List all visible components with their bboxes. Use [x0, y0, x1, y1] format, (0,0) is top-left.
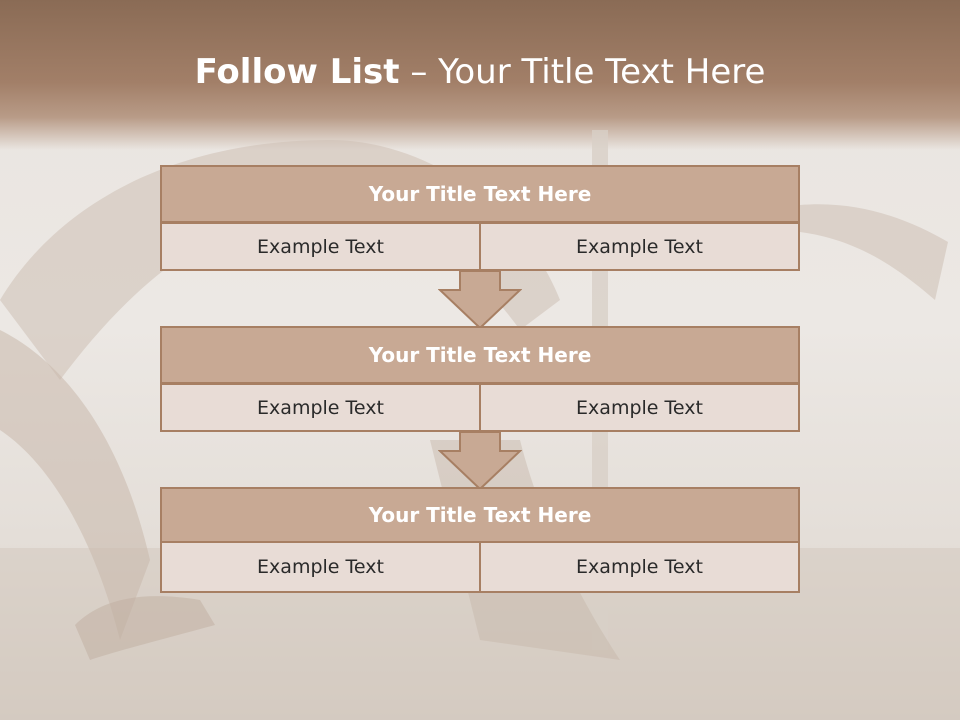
flow-step-left-text: Example Text: [160, 541, 481, 593]
flow-step-1: Your Title Text Here Example Text Exampl…: [160, 165, 800, 271]
flow-step-heading: Your Title Text Here: [160, 326, 800, 384]
down-arrow-icon: [438, 431, 522, 491]
flow-step-left-text: Example Text: [160, 222, 481, 271]
flow-step-right-text: Example Text: [479, 383, 800, 432]
flow-step-3: Your Title Text Here Example Text Exampl…: [160, 487, 800, 593]
down-arrow-icon: [438, 270, 522, 330]
slide-title: Follow List – Your Title Text Here: [0, 52, 960, 92]
flow-step-left-text: Example Text: [160, 383, 481, 432]
title-bold: Follow List: [194, 52, 400, 92]
flow-step-heading: Your Title Text Here: [160, 487, 800, 543]
title-rest: – Your Title Text Here: [399, 52, 766, 92]
header-band: [0, 0, 960, 150]
flow-step-2: Your Title Text Here Example Text Exampl…: [160, 326, 800, 432]
flow-step-heading: Your Title Text Here: [160, 165, 800, 223]
flow-step-right-text: Example Text: [479, 222, 800, 271]
flow-step-right-text: Example Text: [479, 541, 800, 593]
